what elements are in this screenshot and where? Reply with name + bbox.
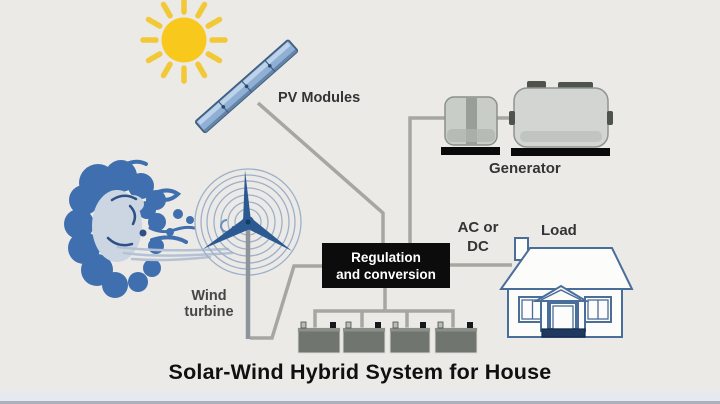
wind-turbine-label: Wind turbine xyxy=(168,288,250,320)
wind-streaks xyxy=(116,245,234,262)
regulation-box-line2: and conversion xyxy=(336,266,436,282)
diagram-title: Solar-Wind Hybrid System for House xyxy=(168,360,552,384)
sun-icon xyxy=(140,0,228,84)
ac-or-dc-label: AC or DC xyxy=(448,218,508,256)
wire-regulation-to-batteries xyxy=(313,287,455,328)
battery-icon xyxy=(389,321,431,354)
wind-turbine-icon xyxy=(194,168,302,339)
wind-cloud-icon xyxy=(64,159,196,298)
wire-pv-to-regulation xyxy=(256,101,385,246)
pv-modules-label: PV Modules xyxy=(278,90,361,106)
battery-icon xyxy=(434,321,478,354)
wind-turbine-label-line2: turbine xyxy=(184,304,234,320)
battery-icon xyxy=(297,321,341,354)
bottom-strip xyxy=(0,391,720,401)
wire-generator-to-regulation xyxy=(408,116,446,246)
regulation-box-line1: Regulation xyxy=(351,249,421,265)
generator-icon xyxy=(441,81,613,156)
wind-turbine-label-line1: Wind xyxy=(191,288,227,304)
pv-panel-icon xyxy=(195,39,299,134)
bottom-edge xyxy=(0,401,720,404)
ac-or-dc-label-line2: DC xyxy=(467,238,489,255)
generator-label: Generator xyxy=(489,160,561,177)
wires xyxy=(250,101,514,340)
battery-icon xyxy=(342,321,386,354)
regulation-conversion-box: Regulation and conversion xyxy=(322,243,450,288)
wire-turbine-to-regulation xyxy=(250,264,324,340)
load-label: Load xyxy=(541,222,577,239)
battery-bank xyxy=(297,321,478,354)
house-icon xyxy=(499,237,634,338)
ac-or-dc-label-line1: AC or xyxy=(457,219,499,236)
